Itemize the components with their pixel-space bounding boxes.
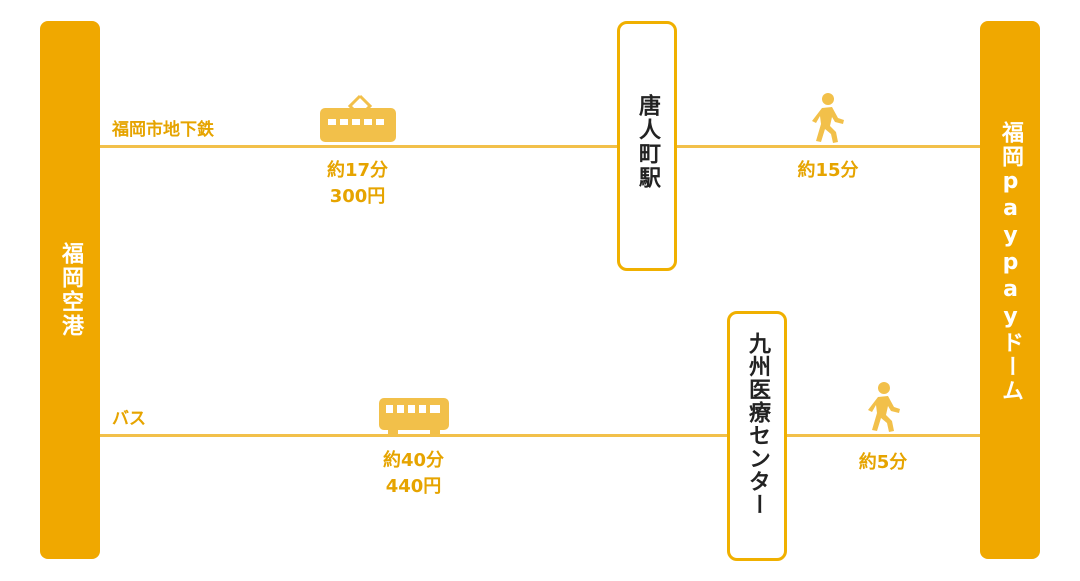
walking-person-icon bbox=[808, 92, 848, 148]
bus-info: 約40分 440円 bbox=[366, 448, 461, 500]
bus-route-name: バス bbox=[112, 409, 146, 429]
bus-route-line bbox=[100, 434, 980, 437]
subway-info: 約17分 300円 bbox=[310, 158, 405, 210]
bus-icon bbox=[378, 396, 450, 442]
bus-time: 約40分 bbox=[382, 450, 445, 471]
origin-terminal-label: 福岡空港 bbox=[58, 242, 83, 338]
station-kyushu-medical-center: 九州医療センター bbox=[727, 311, 787, 561]
bus-walk-time: 約5分 bbox=[858, 452, 908, 473]
destination-terminal: 福岡paypayドーム bbox=[980, 21, 1040, 559]
subway-route-line bbox=[100, 145, 980, 148]
destination-terminal-label: 福岡paypayドーム bbox=[998, 121, 1023, 403]
subway-fare: 300円 bbox=[329, 186, 386, 207]
station-tojinmachi: 唐人町駅 bbox=[617, 21, 677, 271]
bus-fare: 440円 bbox=[385, 476, 442, 497]
subway-time: 約17分 bbox=[326, 160, 389, 181]
subway-route-name: 福岡市地下鉄 bbox=[112, 120, 214, 140]
origin-terminal: 福岡空港 bbox=[40, 21, 100, 559]
station-kyushu-medical-center-label: 九州医療センター bbox=[745, 332, 770, 516]
station-tojinmachi-label: 唐人町駅 bbox=[635, 94, 660, 190]
walking-person-icon bbox=[864, 381, 904, 437]
subway-walk-time: 約15分 bbox=[797, 160, 859, 181]
train-icon bbox=[318, 92, 398, 148]
